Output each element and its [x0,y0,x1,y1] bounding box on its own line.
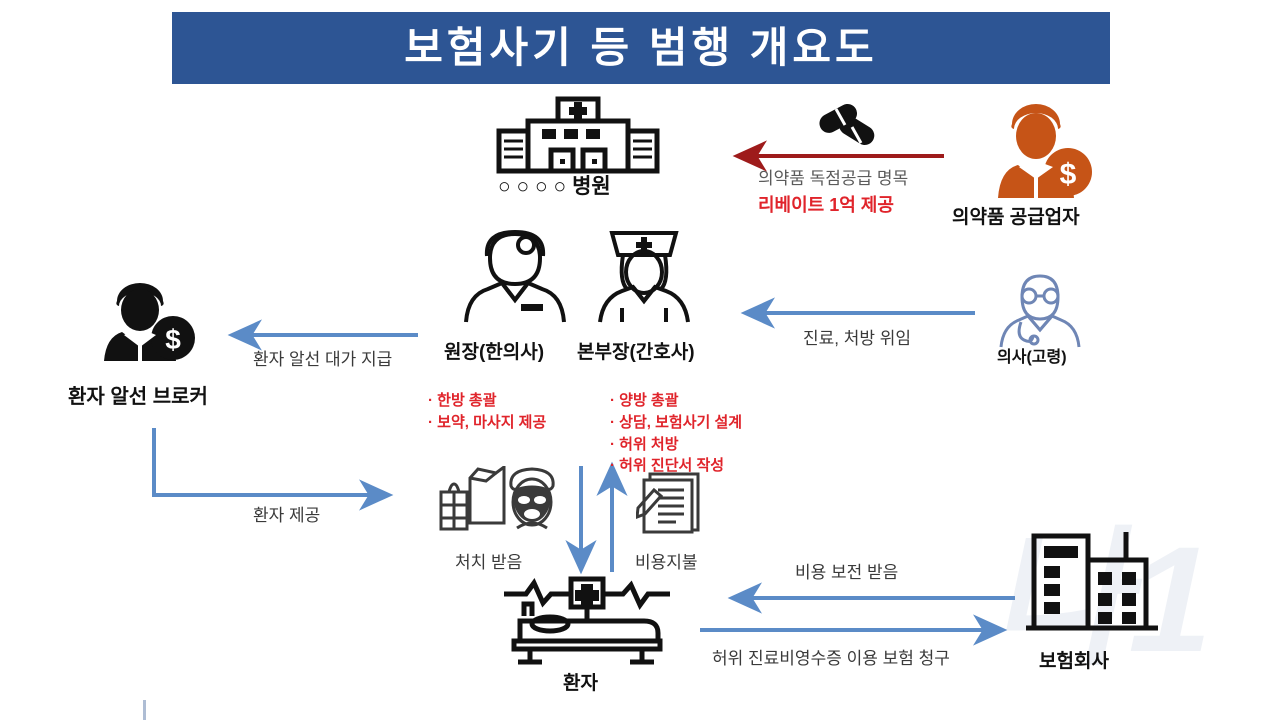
pharma-supplier-label: 의약품 공급업자 [952,207,1080,228]
nurse-female-icon [598,231,690,323]
node-broker: $ [96,282,198,367]
node-pills [816,103,886,156]
patient-label: 환자 [563,673,598,694]
arrow-patient-supply [152,428,394,511]
director-bullet-list: · 한방 총괄 · 보약, 마사지 제공 [428,390,546,434]
document-with-pen-icon [635,472,700,534]
doctor-male-icon [464,229,566,323]
head-nurse-bullet-2: · 허위 처방 [610,435,679,453]
node-treatment [437,464,557,536]
node-head-nurse [595,228,693,329]
pill-capsules-icon [819,104,875,145]
node-insurance-company [1022,522,1162,647]
payment-label: 비용지불 [635,553,698,572]
delegate-flow-label: 진료, 처방 위임 [803,329,912,348]
node-patient [502,576,672,671]
insurance-company-label: 보험회사 [1039,651,1109,672]
director-bullet-0: · 한방 총괄 [428,392,497,409]
head-nurse-bullet-3: · 허위 진단서 작성 [610,457,725,475]
svg-text:$: $ [1060,158,1077,191]
director-label: 원장(한의사) [444,342,545,363]
elderly-doctor-icon [999,274,1081,348]
head-nurse-bullet-0: · 양방 총괄 [610,392,679,409]
false-claim-flow-label: 허위 진료비영수증 이용 보험 청구 [712,649,950,668]
head-nurse-bullet-list: · 양방 총괄 · 상담, 보험사기 설계 · 허위 처방 · 허위 진단서 작… [610,390,742,477]
director-bullet-1: · 보약, 마사지 제공 [428,413,547,431]
medicine-and-facemask-icon [439,464,555,531]
broker-with-coin-icon: $ [104,283,195,361]
node-elderly-doctor [995,272,1085,353]
patient-in-bed-icon [504,576,670,665]
head-nurse-bullet-1: · 상담, 보험사기 설계 [610,413,743,431]
hospital-building-icon [496,96,660,174]
businessman-with-coin-icon: $ [998,104,1092,198]
rebate-amount-label: 리베이트 1억 제공 [758,195,894,215]
broker-label: 환자 알선 브로커 [68,386,208,408]
patient-supply-flow-label: 환자 제공 [253,506,321,525]
broker-fee-flow-label: 환자 알선 대가 지급 [253,350,393,369]
head-nurse-label: 본부장(간호사) [577,342,695,363]
node-hospital [494,96,662,179]
page-title: 보험사기 등 범행 개요도 [404,24,878,71]
treatment-label: 처치 받음 [455,553,523,572]
corner-tick-mark [143,700,146,720]
node-payment [635,470,708,541]
node-director [463,228,567,329]
elderly-doctor-label: 의사(고령) [997,349,1067,366]
svg-text:$: $ [165,324,181,355]
page-title-banner: 보험사기 등 범행 개요도 [172,12,1110,84]
node-pharma-supplier: $ [988,100,1093,205]
rebate-reason-label: 의약품 독점공급 명목 [758,169,909,188]
cost-reimbursed-flow-label: 비용 보전 받음 [795,563,899,582]
hospital-label: ○ ○ ○ ○ 병원 [498,175,611,198]
office-buildings-icon [1026,532,1158,631]
